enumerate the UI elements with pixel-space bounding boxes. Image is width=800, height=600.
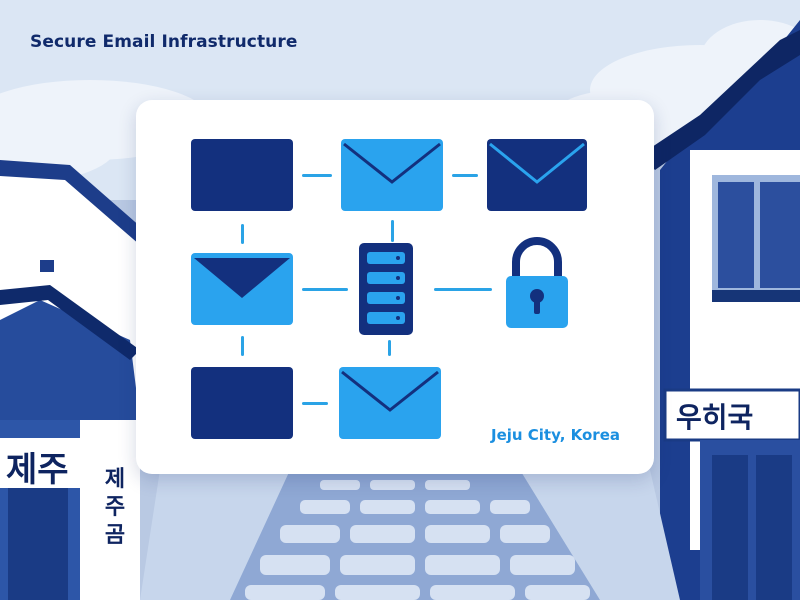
connector-line — [241, 336, 244, 356]
vertical-sign-char: 곰 — [104, 523, 126, 548]
page-title: Secure Email Infrastructure — [30, 32, 298, 52]
envelope-closed-icon — [190, 138, 294, 212]
envelope-open-icon — [340, 138, 444, 212]
envelope-open-icon — [338, 366, 442, 440]
connector-line — [434, 288, 492, 291]
connector-line — [241, 224, 244, 244]
left-shop-sign: 제주 — [6, 450, 69, 490]
vertical-sign-char: 주 — [104, 495, 126, 520]
padlock-icon — [502, 236, 572, 330]
envelope-closed-icon — [190, 366, 294, 440]
connector-line — [391, 220, 394, 242]
left-vertical-sign: 제 주 곰 — [95, 462, 135, 554]
connector-line — [388, 340, 391, 356]
vertical-sign-char: 제 — [104, 467, 126, 492]
email-network-card: Jeju City, Korea — [136, 100, 654, 474]
connector-line — [302, 288, 348, 291]
location-caption: Jeju City, Korea — [490, 426, 620, 444]
connector-line — [302, 402, 328, 405]
envelope-open-icon — [190, 252, 294, 326]
post-office-sign: 우히국 — [676, 401, 754, 434]
envelope-open-icon — [486, 138, 588, 212]
connector-line — [302, 174, 332, 177]
server-icon — [358, 242, 414, 336]
connector-line — [452, 174, 478, 177]
